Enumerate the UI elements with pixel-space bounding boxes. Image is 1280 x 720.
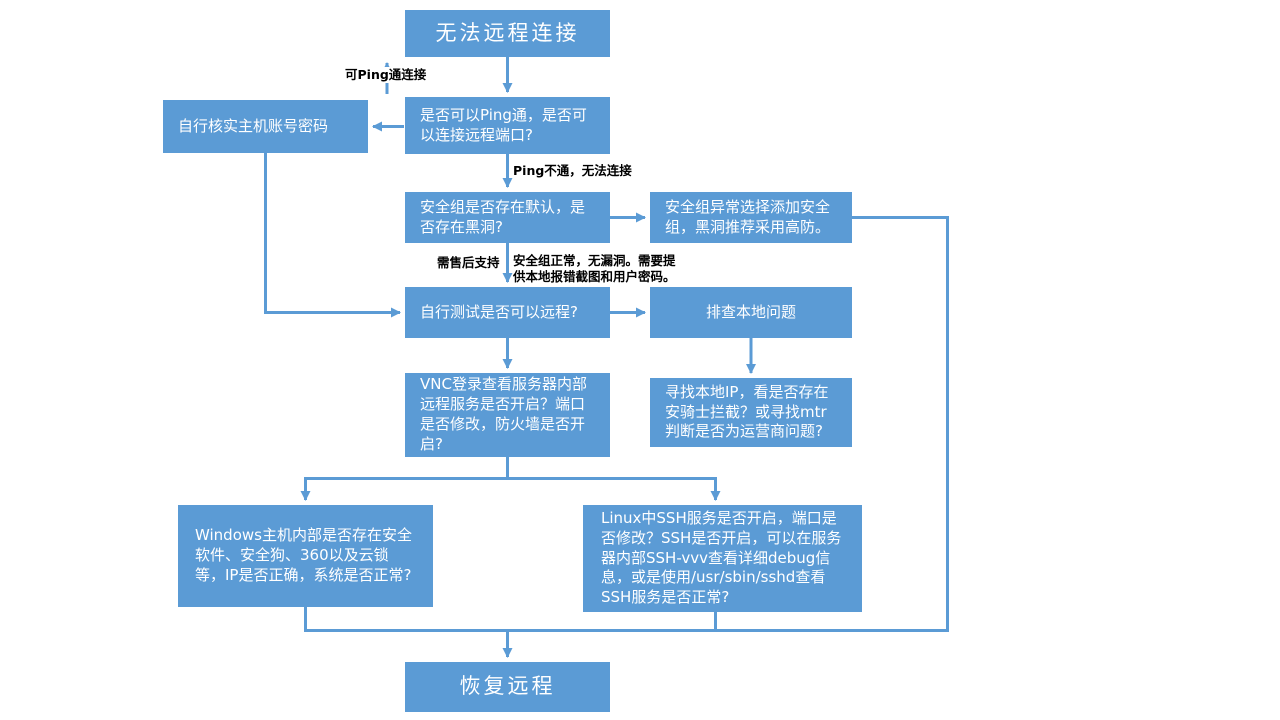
connector-abnormal-right-down <box>852 216 949 631</box>
node-start: 无法远程连接 <box>405 10 610 57</box>
node-vnc-check: VNC登录查看服务器内部远程服务是否开启？端口是否修改，防火墙是否开启? <box>405 373 610 457</box>
node-end: 恢复远程 <box>405 662 610 712</box>
edge-label-ping-ok: 可Ping通连接 <box>343 67 429 83</box>
node-security-group-check: 安全组是否存在默认，是否存在黑洞? <box>405 192 610 243</box>
node-linux-check: Linux中SSH服务是否开启，端口是否修改？SSH是否开启，可以在服务器内部S… <box>583 505 862 612</box>
edge-label-ping-fail: Ping不通，无法连接 <box>513 163 632 178</box>
edge-label-security-group-normal: 安全组正常，无漏洞。需要提供本地报错截图和用户密码。 <box>513 253 676 284</box>
node-windows-check: Windows主机内部是否存在安全软件、安全狗、360以及云锁等，IP是否正确，… <box>178 505 433 607</box>
node-self-test-remote: 自行测试是否可以远程? <box>405 287 610 338</box>
node-verify-account: 自行核实主机账号密码 <box>163 100 368 153</box>
node-security-group-abnormal: 安全组异常选择添加安全组，黑洞推荐采用高防。 <box>650 192 852 243</box>
connector-verify-to-selftest <box>264 153 401 318</box>
edge-label-after-sales-support: 需售后支持 <box>437 255 500 270</box>
node-ping-check: 是否可以Ping通，是否可以连接远程端口? <box>405 97 610 154</box>
node-local-issue: 排查本地问题 <box>650 287 852 338</box>
node-local-ip-check: 寻找本地IP，看是否存在安骑士拦截？或寻找mtr判断是否为运营商问题? <box>650 378 852 447</box>
